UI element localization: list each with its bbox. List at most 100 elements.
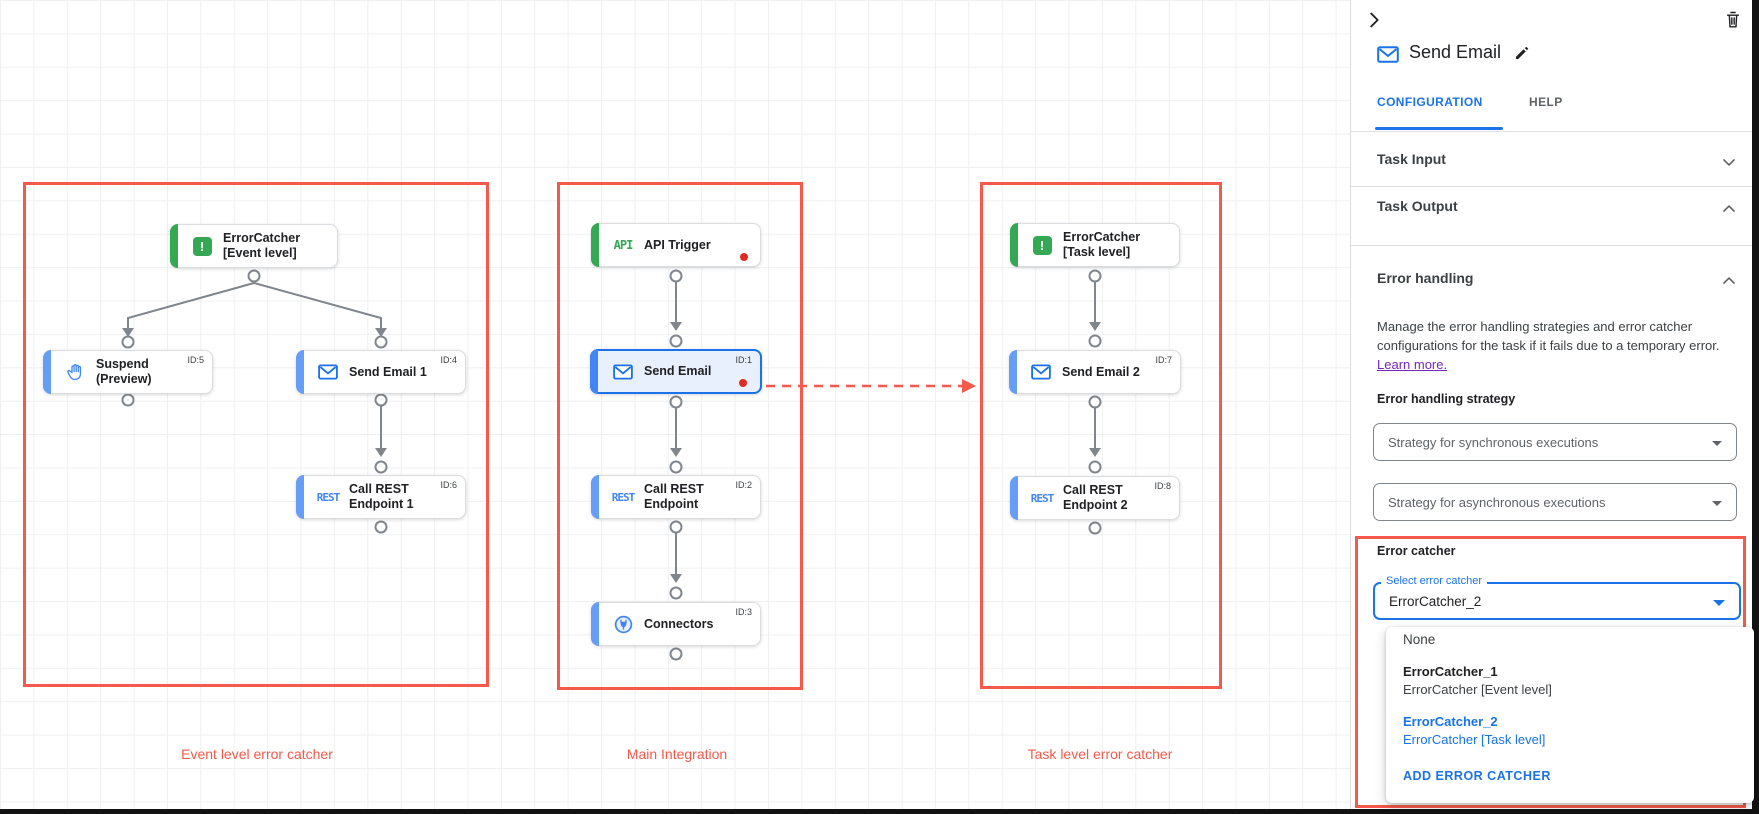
- mail-icon: [314, 364, 342, 380]
- menu-item-errorcatcher-1-sub[interactable]: ErrorCatcher [Event level]: [1403, 682, 1552, 697]
- integration-canvas[interactable]: ! ErrorCatcher [Event level] Suspend (Pr…: [0, 0, 1350, 814]
- annotation-box-task-level: [980, 182, 1222, 689]
- sync-strategy-value: Strategy for synchronous executions: [1388, 434, 1599, 450]
- node-accent-bar: [43, 350, 51, 394]
- connector-plug-icon: [609, 614, 637, 635]
- section-error-handling[interactable]: Error handling: [1377, 270, 1474, 286]
- node-accent-bar: [170, 224, 178, 268]
- node-id: ID:5: [187, 355, 204, 365]
- node-accent-bar: [1010, 476, 1018, 520]
- label-main-integration: Main Integration: [626, 746, 728, 762]
- node-send-email-2[interactable]: Send Email 2 ID:7: [1009, 350, 1181, 394]
- node-id: ID:2: [735, 480, 752, 490]
- chevron-down-icon[interactable]: [1719, 152, 1739, 172]
- description-text: Manage the error handling strategies and…: [1377, 319, 1720, 353]
- divider: [1351, 186, 1759, 187]
- node-title: Send Email 1: [349, 364, 427, 379]
- async-strategy-value: Strategy for asynchronous executions: [1388, 494, 1606, 510]
- section-task-output[interactable]: Task Output: [1377, 198, 1458, 214]
- mail-icon: [1027, 364, 1055, 380]
- async-strategy-select[interactable]: Strategy for asynchronous executions: [1373, 483, 1737, 521]
- error-handling-strategy-label: Error handling strategy: [1377, 392, 1516, 406]
- delete-task-button[interactable]: [1723, 9, 1743, 31]
- node-call-rest-endpoint[interactable]: REST Call REST Endpoint ID:2: [591, 475, 761, 519]
- node-send-email-1[interactable]: Send Email 1 ID:4: [296, 350, 466, 394]
- node-title: ErrorCatcher [Task level]: [1063, 230, 1141, 259]
- error-marker-dot: [739, 379, 747, 387]
- node-title: Suspend (Preview): [96, 357, 152, 386]
- mail-icon: [1377, 46, 1399, 63]
- node-accent-bar: [591, 223, 599, 267]
- rest-icon: REST: [316, 490, 340, 504]
- error-catcher-dropdown-menu: None ErrorCatcher_1 ErrorCatcher [Event …: [1386, 627, 1754, 803]
- menu-item-none[interactable]: None: [1403, 632, 1436, 647]
- tab-configuration[interactable]: CONFIGURATION: [1377, 95, 1483, 109]
- annotation-box-main-integration: [557, 182, 803, 690]
- node-accent-bar: [296, 350, 304, 394]
- annotation-box-event-level: [23, 182, 489, 687]
- divider: [1351, 131, 1759, 132]
- learn-more-link[interactable]: Learn more.: [1377, 357, 1448, 372]
- divider: [1351, 245, 1759, 246]
- window-edge-right: [1752, 0, 1759, 814]
- node-accent-bar: [591, 475, 599, 519]
- error-catcher-icon: !: [1028, 235, 1056, 255]
- edit-name-button[interactable]: [1513, 44, 1531, 62]
- node-id: ID:7: [1155, 355, 1172, 365]
- node-id: ID:4: [440, 355, 457, 365]
- node-id: ID:8: [1154, 481, 1171, 491]
- node-call-rest-endpoint-1[interactable]: REST Call REST Endpoint 1 ID:6: [296, 475, 466, 519]
- error-catcher-select[interactable]: ErrorCatcher_2: [1373, 582, 1741, 620]
- node-title: API Trigger: [644, 237, 711, 252]
- rest-icon: REST: [1030, 491, 1054, 505]
- node-title: Call REST Endpoint 2: [1063, 483, 1128, 512]
- node-api-trigger[interactable]: API API Trigger: [591, 223, 761, 267]
- collapse-panel-button[interactable]: [1363, 9, 1385, 31]
- node-errorcatcher-task-level[interactable]: ! ErrorCatcher [Task level]: [1010, 223, 1180, 267]
- sync-strategy-select[interactable]: Strategy for synchronous executions: [1373, 423, 1737, 461]
- tab-help[interactable]: HELP: [1529, 95, 1563, 109]
- caret-down-icon: [1712, 441, 1722, 446]
- menu-item-errorcatcher-2-sub[interactable]: ErrorCatcher [Task level]: [1403, 732, 1546, 747]
- node-title: Call REST Endpoint 1: [349, 482, 414, 511]
- node-title: ErrorCatcher [Event level]: [223, 231, 301, 260]
- hand-suspend-icon: [61, 362, 89, 383]
- node-title: Connectors: [644, 616, 714, 631]
- task-config-panel: Send Email CONFIGURATION HELP Task Input…: [1350, 0, 1759, 814]
- chevron-up-icon[interactable]: [1719, 271, 1739, 291]
- section-task-input[interactable]: Task Input: [1377, 151, 1446, 167]
- window-edge-bottom: [0, 809, 1759, 814]
- node-id: ID:1: [735, 355, 752, 365]
- error-catcher-value: ErrorCatcher_2: [1389, 593, 1482, 609]
- select-error-catcher-label: Select error catcher: [1381, 575, 1487, 587]
- node-title: Call REST Endpoint: [644, 482, 704, 511]
- error-catcher-label: Error catcher: [1377, 544, 1456, 558]
- chevron-up-icon[interactable]: [1719, 199, 1739, 219]
- node-accent-bar: [591, 602, 599, 646]
- node-accent-bar: [590, 349, 598, 394]
- node-title: Send Email 2: [1062, 364, 1140, 379]
- node-errorcatcher-event-level[interactable]: ! ErrorCatcher [Event level]: [170, 224, 338, 268]
- node-call-rest-endpoint-2[interactable]: REST Call REST Endpoint 2 ID:8: [1010, 476, 1180, 520]
- mail-icon: [609, 363, 637, 380]
- add-error-catcher-button[interactable]: ADD ERROR CATCHER: [1403, 769, 1551, 783]
- menu-item-errorcatcher-2[interactable]: ErrorCatcher_2: [1403, 714, 1498, 729]
- node-accent-bar: [296, 475, 304, 519]
- rest-icon: REST: [611, 490, 635, 504]
- api-icon: API: [613, 238, 634, 252]
- caret-down-icon: [1713, 600, 1725, 606]
- error-marker-dot: [740, 253, 748, 261]
- menu-item-errorcatcher-1[interactable]: ErrorCatcher_1: [1403, 664, 1498, 679]
- error-handling-description: Manage the error handling strategies and…: [1377, 317, 1729, 374]
- active-tab-underline: [1375, 127, 1503, 130]
- node-id: ID:3: [735, 607, 752, 617]
- node-suspend-preview[interactable]: Suspend (Preview) ID:5: [43, 350, 213, 394]
- node-accent-bar: [1009, 350, 1017, 394]
- node-connectors[interactable]: Connectors ID:3: [591, 602, 761, 646]
- node-id: ID:6: [440, 480, 457, 490]
- error-catcher-icon: !: [188, 236, 216, 256]
- node-send-email-selected[interactable]: Send Email ID:1: [590, 349, 762, 394]
- caret-down-icon: [1712, 501, 1722, 506]
- panel-title: Send Email: [1409, 42, 1502, 62]
